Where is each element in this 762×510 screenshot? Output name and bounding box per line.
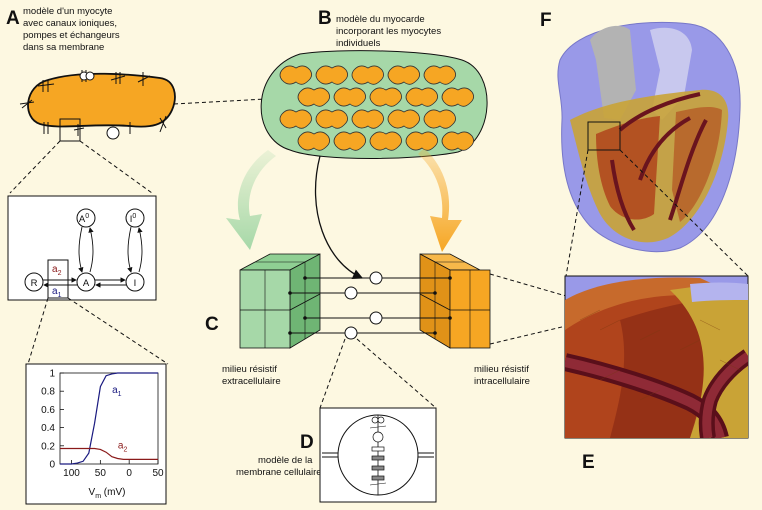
chart-series-a2 xyxy=(60,447,158,460)
panel-a-letter: A xyxy=(6,8,20,29)
myocyte-shape xyxy=(315,109,348,129)
myocyte-shape xyxy=(297,131,330,151)
panel-b-letter: B xyxy=(318,8,332,29)
myocyte-shape xyxy=(423,109,456,129)
state-i: I xyxy=(134,278,137,289)
chart-xtick-label: 50 xyxy=(95,468,107,479)
myocyte-shape xyxy=(315,65,348,85)
myocyte-array xyxy=(279,65,474,151)
svg-text:individuels: individuels xyxy=(336,38,381,49)
tissue-zoom xyxy=(564,275,749,439)
svg-text:milieu résistif: milieu résistif xyxy=(474,364,529,375)
myocyte-shape xyxy=(279,65,312,85)
chart-ytick-label: 0.6 xyxy=(41,405,55,416)
chart-ytick-label: 0.2 xyxy=(41,441,55,452)
svg-text:modèle du myocarde: modèle du myocarde xyxy=(336,14,425,25)
svg-text:modèle d'un myocyte: modèle d'un myocyte xyxy=(23,6,112,17)
myocyte-shape xyxy=(351,109,384,129)
myocyte-shape xyxy=(279,109,312,129)
myocyte-shape xyxy=(423,65,456,85)
myocyte-shape xyxy=(351,65,384,85)
myocyte-shape xyxy=(333,87,366,107)
panel-b-description: modèle du myocarde incorporant les myocy… xyxy=(336,14,441,49)
svg-text:incorporant les myocytes: incorporant les myocytes xyxy=(336,26,441,37)
myocyte-shape xyxy=(369,87,402,107)
myocyte-shape xyxy=(297,87,330,107)
intracellular-block xyxy=(419,253,491,349)
extracellular-block xyxy=(239,253,321,349)
state-a: A xyxy=(83,278,90,289)
panel-e-letter: E xyxy=(582,452,595,473)
state-i0: I0 xyxy=(130,213,137,225)
state-r: R xyxy=(31,278,38,289)
extracellular-label: milieu résistif extracellulaire xyxy=(222,364,281,387)
svg-text:extracellulaire: extracellulaire xyxy=(222,376,281,387)
panel-d-description: modèle de la membrane cellulaire xyxy=(236,455,322,478)
chart-ytick-label: 1 xyxy=(49,369,55,380)
svg-text:avec canaux ioniques,: avec canaux ioniques, xyxy=(23,18,117,29)
svg-text:modèle de la: modèle de la xyxy=(258,455,313,466)
node-dots xyxy=(288,276,452,335)
state-a0: A0 xyxy=(79,213,89,225)
arrow-to-membrane xyxy=(314,155,364,280)
svg-text:membrane cellulaire: membrane cellulaire xyxy=(236,467,322,478)
myocyte-shape xyxy=(387,65,420,85)
myocyte-cell xyxy=(19,70,176,142)
gate-a1: a1 xyxy=(52,286,62,299)
myocyte-shape xyxy=(405,131,438,151)
gating-chart: 0 0.2 0.4 0.6 0.8 1 100 50 0 50 a1 a2 Vm (mV) xyxy=(25,363,167,505)
zoom-lines-markov xyxy=(27,297,169,365)
membrane-model xyxy=(319,407,437,503)
panel-f-letter: F xyxy=(540,10,552,31)
svg-text:milieu résistif: milieu résistif xyxy=(222,364,277,375)
myocyte-shape xyxy=(369,131,402,151)
myocyte-shape xyxy=(441,131,474,151)
chart-series-label-a2: a2 xyxy=(118,441,128,454)
chart-xlabel: Vm (mV) xyxy=(89,487,126,500)
chart-series-a1 xyxy=(60,372,158,465)
panel-d-letter: D xyxy=(300,432,314,453)
arrow-to-extracellular xyxy=(226,150,276,250)
svg-text:pompes et échangeurs: pompes et échangeurs xyxy=(23,30,120,41)
myocyte-shape xyxy=(441,87,474,107)
svg-text:intracellulaire: intracellulaire xyxy=(474,376,530,387)
chart-xtick-label: 100 xyxy=(63,468,80,479)
panel-a-description: modèle d'un myocyte avec canaux ioniques… xyxy=(23,6,120,53)
zoom-lines-f xyxy=(565,149,749,277)
chart-xtick-label: 0 xyxy=(126,468,132,479)
chart-series-label-a1: a1 xyxy=(112,385,122,398)
intracellular-label: milieu résistif intracellulaire xyxy=(474,364,530,387)
chart-ytick-label: 0.8 xyxy=(41,387,55,398)
myocyte-shape xyxy=(387,109,420,129)
myocyte-shape xyxy=(333,131,366,151)
heart-model xyxy=(557,21,741,253)
zoom-lines-c xyxy=(319,273,567,409)
svg-text:dans sa membrane: dans sa membrane xyxy=(23,42,104,53)
chart-ytick-label: 0 xyxy=(49,460,55,471)
gate-a2: a2 xyxy=(52,264,62,277)
myocyte-shape xyxy=(405,87,438,107)
chart-xtick-label: 50 xyxy=(152,468,164,479)
panel-c-letter: C xyxy=(205,314,219,335)
markov-model-box: R A I A0 I0 a2 a1 xyxy=(7,195,157,301)
chart-ytick-label: 0.4 xyxy=(41,423,55,434)
membrane-nodes xyxy=(344,271,383,340)
arrow-to-intracellular xyxy=(418,148,462,252)
resistive-network xyxy=(290,277,450,334)
